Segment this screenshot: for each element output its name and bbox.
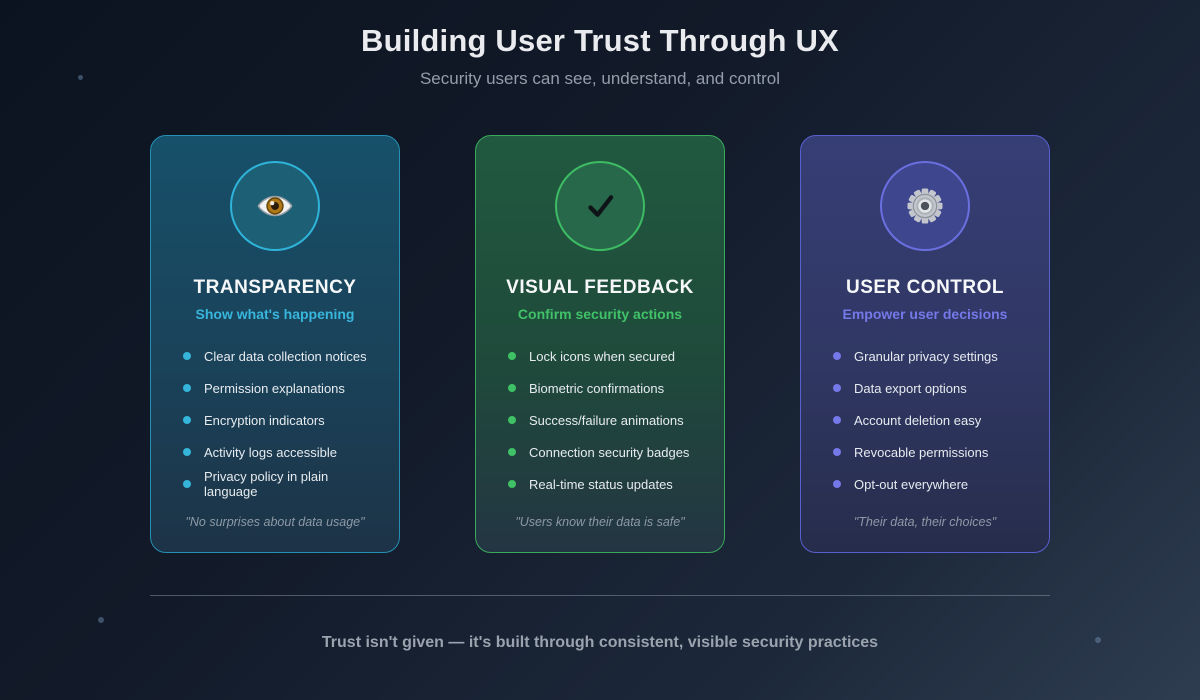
- list-item: Opt-out everywhere: [833, 475, 1033, 493]
- list-item: Encryption indicators: [183, 411, 383, 429]
- list-item: Privacy policy in plain language: [183, 469, 383, 499]
- list-item: Granular privacy settings: [833, 347, 1033, 365]
- bullet-dot-icon: [183, 480, 191, 488]
- page-footer: Trust isn't given — it's built through c…: [0, 595, 1200, 652]
- page-header: Building User Trust Through UX Security …: [0, 0, 1200, 89]
- list-item: Real-time status updates: [508, 475, 708, 493]
- list-item-label: Clear data collection notices: [204, 348, 367, 364]
- bullet-dot-icon: [833, 352, 841, 360]
- list-item-label: Granular privacy settings: [854, 348, 998, 364]
- list-item-label: Real-time status updates: [529, 476, 673, 492]
- list-item-label: Lock icons when secured: [529, 348, 675, 364]
- bullet-dot-icon: [833, 384, 841, 392]
- bullet-dot-icon: [833, 448, 841, 456]
- eye-icon: [230, 161, 320, 251]
- list-item-label: Activity logs accessible: [204, 444, 337, 460]
- list-item: Data export options: [833, 379, 1033, 397]
- bullet-dot-icon: [183, 352, 191, 360]
- card-quote: "Their data, their choices": [853, 515, 997, 529]
- list-item-label: Encryption indicators: [204, 412, 325, 428]
- checkmark-icon: [555, 161, 645, 251]
- list-item: Biometric confirmations: [508, 379, 708, 397]
- list-item-label: Opt-out everywhere: [854, 476, 969, 492]
- list-item-label: Connection security badges: [529, 444, 690, 460]
- list-item: Account deletion easy: [833, 411, 1033, 429]
- list-item: Lock icons when secured: [508, 347, 708, 365]
- card-transparency: TRANSPARENCY Show what's happening Clear…: [150, 135, 400, 553]
- list-item-label: Data export options: [854, 380, 967, 396]
- card-subtitle: Empower user decisions: [842, 306, 1008, 322]
- list-item: Success/failure animations: [508, 411, 708, 429]
- card-visual-feedback: VISUAL FEEDBACK Confirm security actions…: [475, 135, 725, 553]
- list-item-label: Permission explanations: [204, 380, 345, 396]
- list-item: Revocable permissions: [833, 443, 1033, 461]
- feature-list: Granular privacy settings Data export op…: [801, 347, 1049, 507]
- bullet-dot-icon: [183, 384, 191, 392]
- footer-tagline: Trust isn't given — it's built through c…: [321, 634, 879, 651]
- bullet-dot-icon: [508, 448, 516, 456]
- list-item-label: Privacy policy in plain language: [204, 469, 329, 499]
- card-title: TRANSPARENCY: [193, 277, 357, 298]
- divider: [150, 595, 1050, 596]
- cards-row: TRANSPARENCY Show what's happening Clear…: [0, 135, 1200, 553]
- gear-icon: [880, 161, 970, 251]
- list-item-label: Success/failure animations: [529, 412, 684, 428]
- feature-list: Lock icons when secured Biometric confir…: [476, 347, 724, 507]
- bullet-dot-icon: [183, 448, 191, 456]
- page-title: Building User Trust Through UX: [361, 23, 839, 58]
- card-subtitle: Confirm security actions: [517, 306, 683, 322]
- bullet-dot-icon: [833, 416, 841, 424]
- bullet-dot-icon: [833, 480, 841, 488]
- bullet-dot-icon: [508, 480, 516, 488]
- card-user-control: USER CONTROL Empower user decisions Gran…: [800, 135, 1050, 553]
- page-subtitle: Security users can see, understand, and …: [419, 69, 781, 88]
- bullet-dot-icon: [508, 416, 516, 424]
- list-item: Activity logs accessible: [183, 443, 383, 461]
- feature-list: Clear data collection notices Permission…: [151, 347, 399, 507]
- list-item-label: Account deletion easy: [854, 412, 982, 428]
- card-title: USER CONTROL: [846, 277, 1004, 298]
- list-item: Permission explanations: [183, 379, 383, 397]
- card-quote: "Users know their data is safe": [515, 515, 685, 529]
- list-item-label: Revocable permissions: [854, 444, 989, 460]
- bullet-dot-icon: [508, 352, 516, 360]
- card-subtitle: Show what's happening: [195, 306, 355, 322]
- list-item: Connection security badges: [508, 443, 708, 461]
- list-item: Clear data collection notices: [183, 347, 383, 365]
- bullet-dot-icon: [508, 384, 516, 392]
- card-quote: "No surprises about data usage": [185, 515, 365, 529]
- card-title: VISUAL FEEDBACK: [506, 277, 694, 298]
- list-item-label: Biometric confirmations: [529, 380, 665, 396]
- bullet-dot-icon: [183, 416, 191, 424]
